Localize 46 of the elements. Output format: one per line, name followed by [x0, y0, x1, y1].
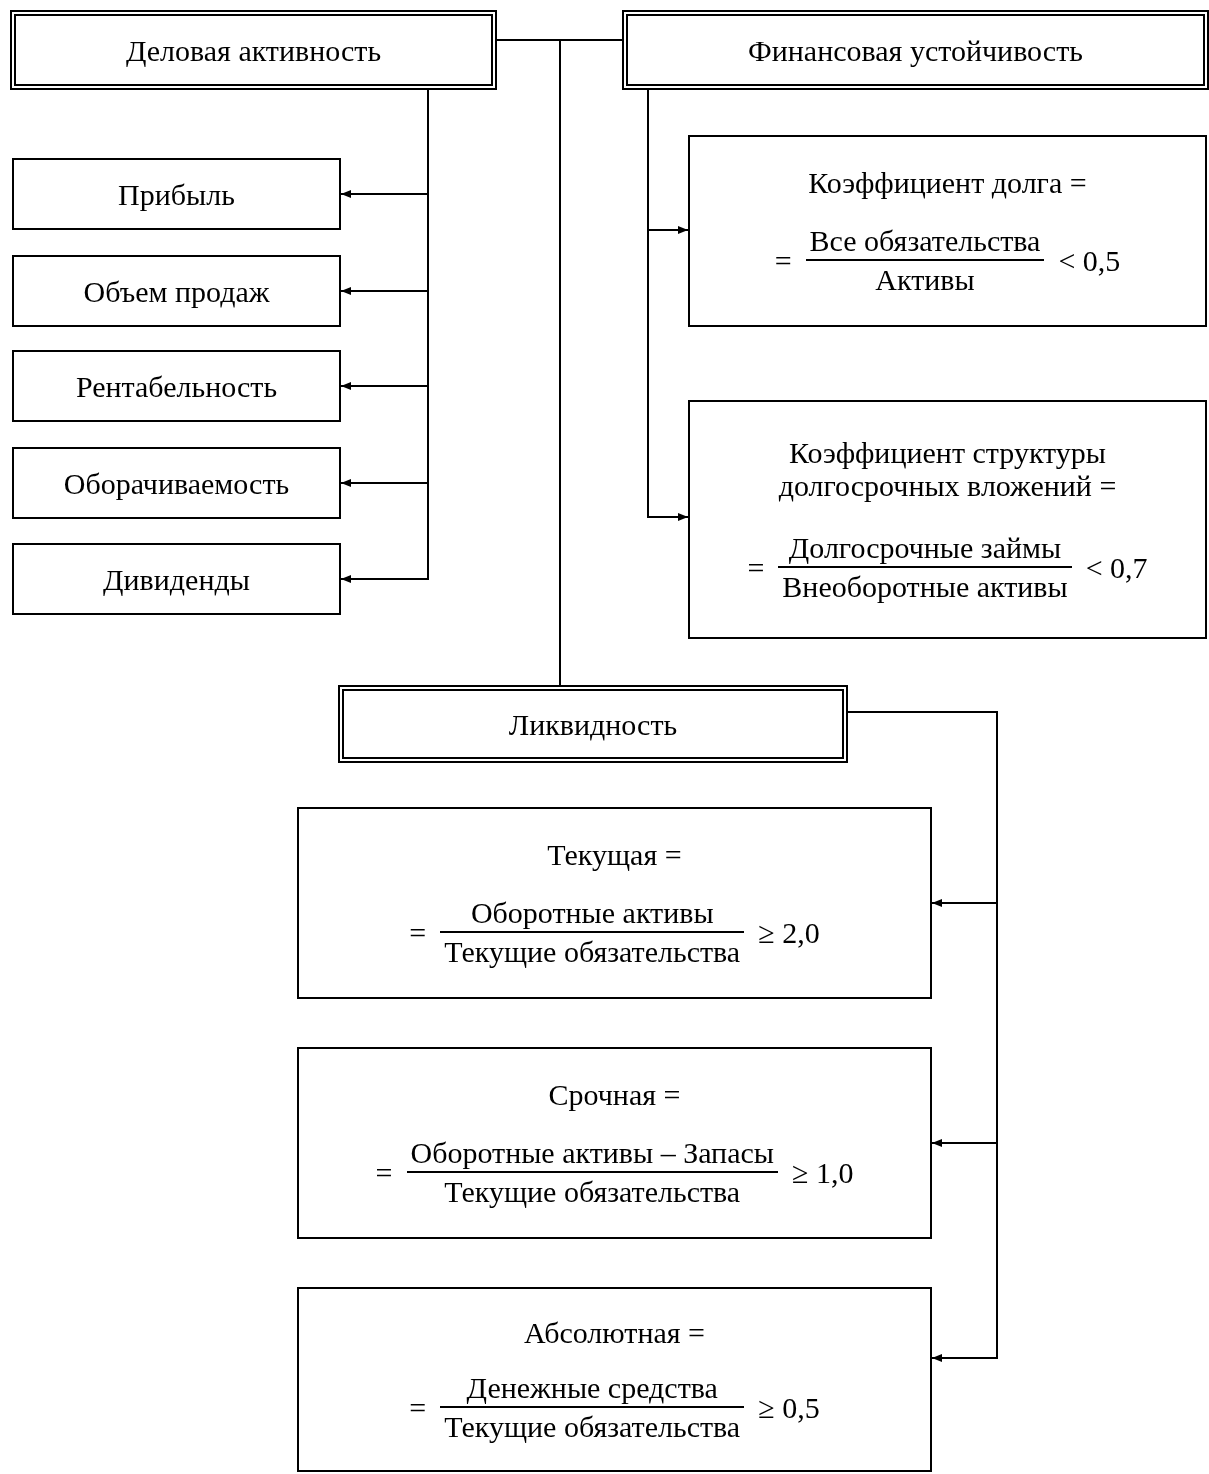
equals-sign: =	[409, 1390, 427, 1424]
category-box	[12, 255, 341, 327]
numerator-text: Оборотные активы	[440, 896, 745, 933]
formula-box	[297, 1047, 932, 1239]
denominator-text: Внеоборотные активы	[781, 569, 1069, 604]
header-box	[622, 10, 1209, 90]
formula-box	[297, 1287, 932, 1472]
numerator-text: Денежные средства	[440, 1371, 745, 1409]
category-box	[12, 543, 341, 615]
box-label: Оборачиваемость	[63, 466, 290, 500]
box-label: Ликвидность	[508, 707, 678, 741]
header-box	[10, 10, 497, 90]
category-box	[12, 350, 341, 422]
formula-box	[688, 400, 1207, 639]
numerator-text: Оборотные активы – Запасы	[406, 1136, 778, 1173]
category-box	[12, 447, 341, 519]
formula-title: Срочная =	[548, 1078, 681, 1111]
box-label: Прибыль	[118, 177, 235, 211]
numerator-text: Долгосрочные займы	[778, 531, 1072, 569]
denominator-text: Текущие обязательства	[443, 934, 742, 968]
equals-sign: =	[375, 1155, 393, 1189]
box-label: Рентабельность	[75, 369, 278, 403]
formula-title: Коэффициент структуры долгосрочных вложений =	[777, 435, 1118, 502]
box-label: Дивиденды	[103, 562, 250, 596]
denominator-text: Текущие обязательства	[443, 1174, 742, 1208]
header-box	[338, 685, 848, 763]
denominator-text: Активы	[874, 262, 976, 296]
formula-title: Текущая =	[547, 838, 682, 871]
numerator-text: Все обязательства	[805, 224, 1045, 261]
box-label: Деловая активность	[125, 33, 382, 67]
equals-sign: =	[774, 243, 792, 277]
formula-title: Абсолютная =	[524, 1315, 705, 1349]
comparison-text: ≥ 0,5	[758, 1390, 820, 1424]
equals-sign: =	[409, 915, 427, 949]
comparison-text: ≥ 2,0	[758, 915, 820, 949]
denominator-text: Текущие обязательства	[443, 1409, 742, 1444]
category-box	[12, 158, 341, 230]
comparison-text: < 0,7	[1085, 550, 1148, 584]
box-label: Финансовая устойчивость	[748, 33, 1083, 67]
box-label: Объем продаж	[83, 274, 270, 308]
comparison-text: ≥ 1,0	[791, 1155, 854, 1189]
formula-title: Коэффициент долга =	[808, 166, 1087, 199]
formula-box	[688, 135, 1207, 327]
equals-sign: =	[747, 550, 765, 584]
comparison-text: < 0,5	[1058, 243, 1121, 277]
formula-box	[297, 807, 932, 999]
